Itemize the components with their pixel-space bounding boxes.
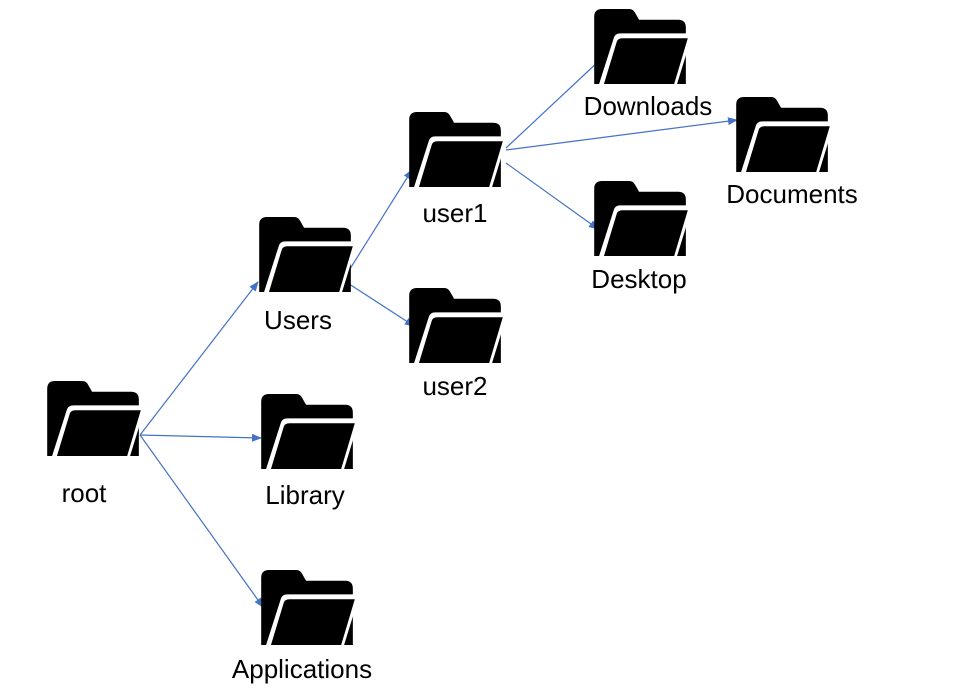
folder-icon xyxy=(261,393,360,470)
edge-users-user2 xyxy=(342,279,415,327)
folder-label-user1: user1 xyxy=(422,198,487,228)
folder-node-user2[interactable]: user2 xyxy=(409,287,508,401)
folder-icon xyxy=(47,380,146,457)
edge-root-library xyxy=(139,433,262,442)
folder-icon xyxy=(261,569,360,646)
folder-node-users[interactable]: Users xyxy=(259,216,358,335)
folder-node-documents[interactable]: Documents xyxy=(726,96,858,209)
folder-icon xyxy=(259,216,358,293)
folder-label-user2: user2 xyxy=(422,371,487,401)
folder-label-documents: Documents xyxy=(726,179,858,209)
folder-icon xyxy=(736,96,835,173)
edge-root-users xyxy=(139,281,259,436)
folder-icon xyxy=(594,180,693,257)
folder-node-applications[interactable]: Applications xyxy=(232,569,372,684)
edge-root-applications xyxy=(139,434,264,608)
folder-node-root[interactable]: root xyxy=(47,380,146,508)
folder-label-applications: Applications xyxy=(232,654,372,684)
folder-label-users: Users xyxy=(264,305,332,335)
folder-icon xyxy=(409,111,508,188)
folder-node-desktop[interactable]: Desktop xyxy=(591,180,693,294)
folder-label-desktop: Desktop xyxy=(591,264,686,294)
folder-icon xyxy=(594,8,693,85)
edge-users-user1 xyxy=(342,169,413,281)
edges-layer xyxy=(139,44,738,608)
folder-label-root: root xyxy=(62,478,108,508)
edge-user1-documents xyxy=(505,117,738,151)
folder-node-library[interactable]: Library xyxy=(261,393,360,510)
edge-user1-desktop xyxy=(505,162,599,230)
folder-label-downloads: Downloads xyxy=(584,91,713,121)
folder-icon xyxy=(409,287,508,364)
folder-node-user1[interactable]: user1 xyxy=(409,111,508,228)
folder-node-downloads[interactable]: Downloads xyxy=(584,8,713,121)
folder-label-library: Library xyxy=(265,480,344,510)
